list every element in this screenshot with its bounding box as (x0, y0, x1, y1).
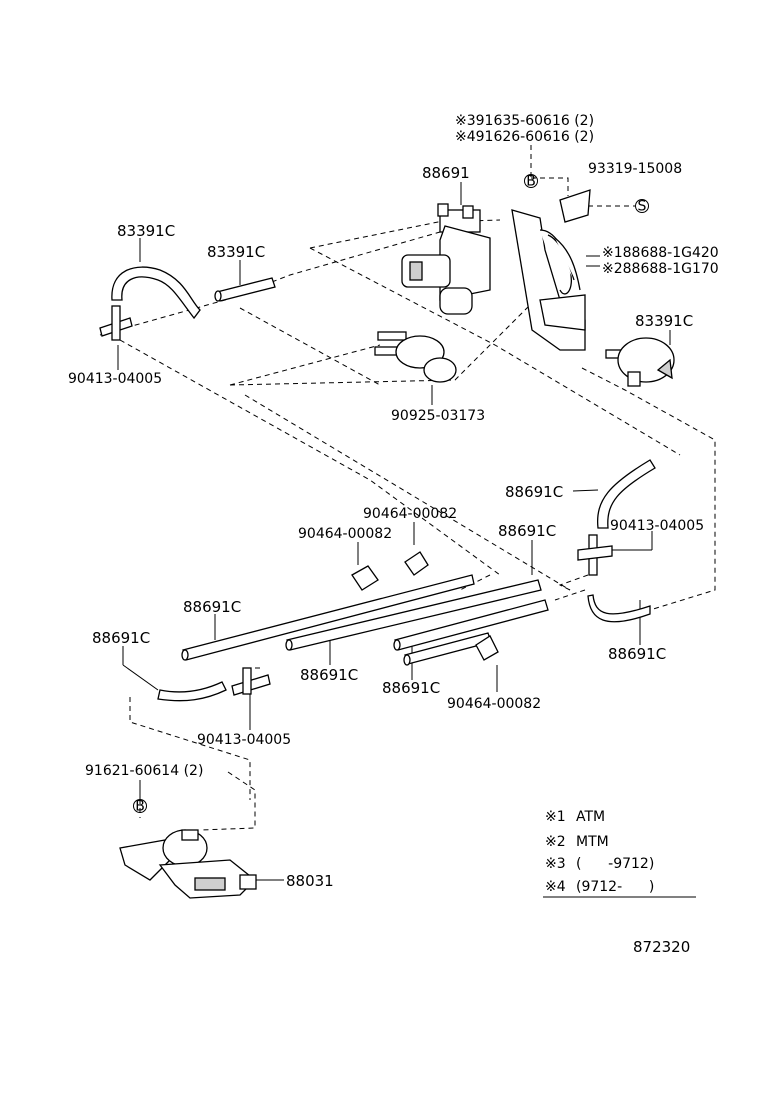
label-88031: 88031 (286, 872, 334, 890)
label-88691c-mid: 88691C (498, 522, 556, 540)
label-188688: ※188688-1G420 (602, 245, 719, 261)
label-90413-right: 90413-04005 (610, 518, 704, 534)
bracket-188688 (511, 189, 591, 351)
valve-83391c-right (605, 337, 675, 387)
svg-text:B: B (526, 174, 536, 190)
label-391635: ※391635-60616 (2) (455, 113, 594, 129)
label-90464-b: 90464-00082 (298, 526, 392, 542)
legend: ※1 ATM ※2 MTM ※3 ( -9712) ※4 (9712- ) (543, 809, 696, 898)
badge-b-top: B (524, 174, 538, 190)
clips-90464 (351, 551, 499, 661)
legend-2-mark: ※2 (545, 834, 566, 850)
tee-90413-lower (231, 667, 271, 696)
actuator-88031 (119, 829, 257, 899)
label-91621: 91621-60614 (2) (85, 763, 203, 779)
legend-1-text: ATM (576, 809, 605, 825)
label-88691c-left: 88691C (92, 629, 150, 647)
badge-s: S (635, 199, 649, 215)
label-90925: 90925-03173 (391, 408, 485, 424)
hose-83391c-left (111, 266, 201, 320)
legend-4-mark: ※4 (545, 879, 566, 895)
vsv-88691 (401, 203, 491, 315)
svg-text:S: S (638, 199, 647, 215)
part-labels: ※391635-60616 (2) ※491626-60616 (2) 9331… (68, 113, 719, 890)
tubes-88691c (181, 574, 549, 666)
legend-4-text: (9712- ) (576, 879, 654, 895)
legend-2-text: MTM (576, 834, 609, 850)
hose-88691c-lower-right (587, 594, 651, 623)
badge-b-bottom: B (133, 799, 147, 815)
label-88691c-tube-c: 88691C (382, 679, 440, 697)
leader-lines (117, 182, 671, 881)
diagram-number: 872320 (633, 938, 690, 956)
label-88691c-tube-b: 88691C (300, 666, 358, 684)
label-288688: ※288688-1G170 (602, 261, 719, 277)
label-88691: 88691 (422, 164, 470, 182)
label-83391c-mid: 83391C (207, 243, 265, 261)
label-90464-a: 90464-00082 (363, 506, 457, 522)
label-83391c-left: 83391C (117, 222, 175, 240)
label-491626: ※491626-60616 (2) (455, 129, 594, 145)
tee-90413-upper (99, 305, 133, 341)
svg-text:B: B (135, 799, 145, 815)
label-90413-lower: 90413-04005 (197, 732, 291, 748)
label-90464-c: 90464-00082 (447, 696, 541, 712)
label-90413-upper: 90413-04005 (68, 371, 162, 387)
label-88691c-lower-right: 88691C (608, 645, 666, 663)
label-88691c-tube-a: 88691C (183, 598, 241, 616)
label-88691c-upper-right: 88691C (505, 483, 563, 501)
hose-88691c-upper-right (596, 459, 656, 529)
legend-1-mark: ※1 (545, 809, 566, 825)
label-83391c-right: 83391C (635, 312, 693, 330)
tee-90413-right (577, 534, 613, 576)
hose-88691c-left (157, 681, 227, 702)
legend-3-text: ( -9712) (576, 856, 654, 872)
legend-3-mark: ※3 (545, 856, 566, 872)
hose-83391c-mid (214, 277, 276, 302)
valve-90925 (374, 331, 457, 383)
label-93319: 93319-15008 (588, 161, 682, 177)
